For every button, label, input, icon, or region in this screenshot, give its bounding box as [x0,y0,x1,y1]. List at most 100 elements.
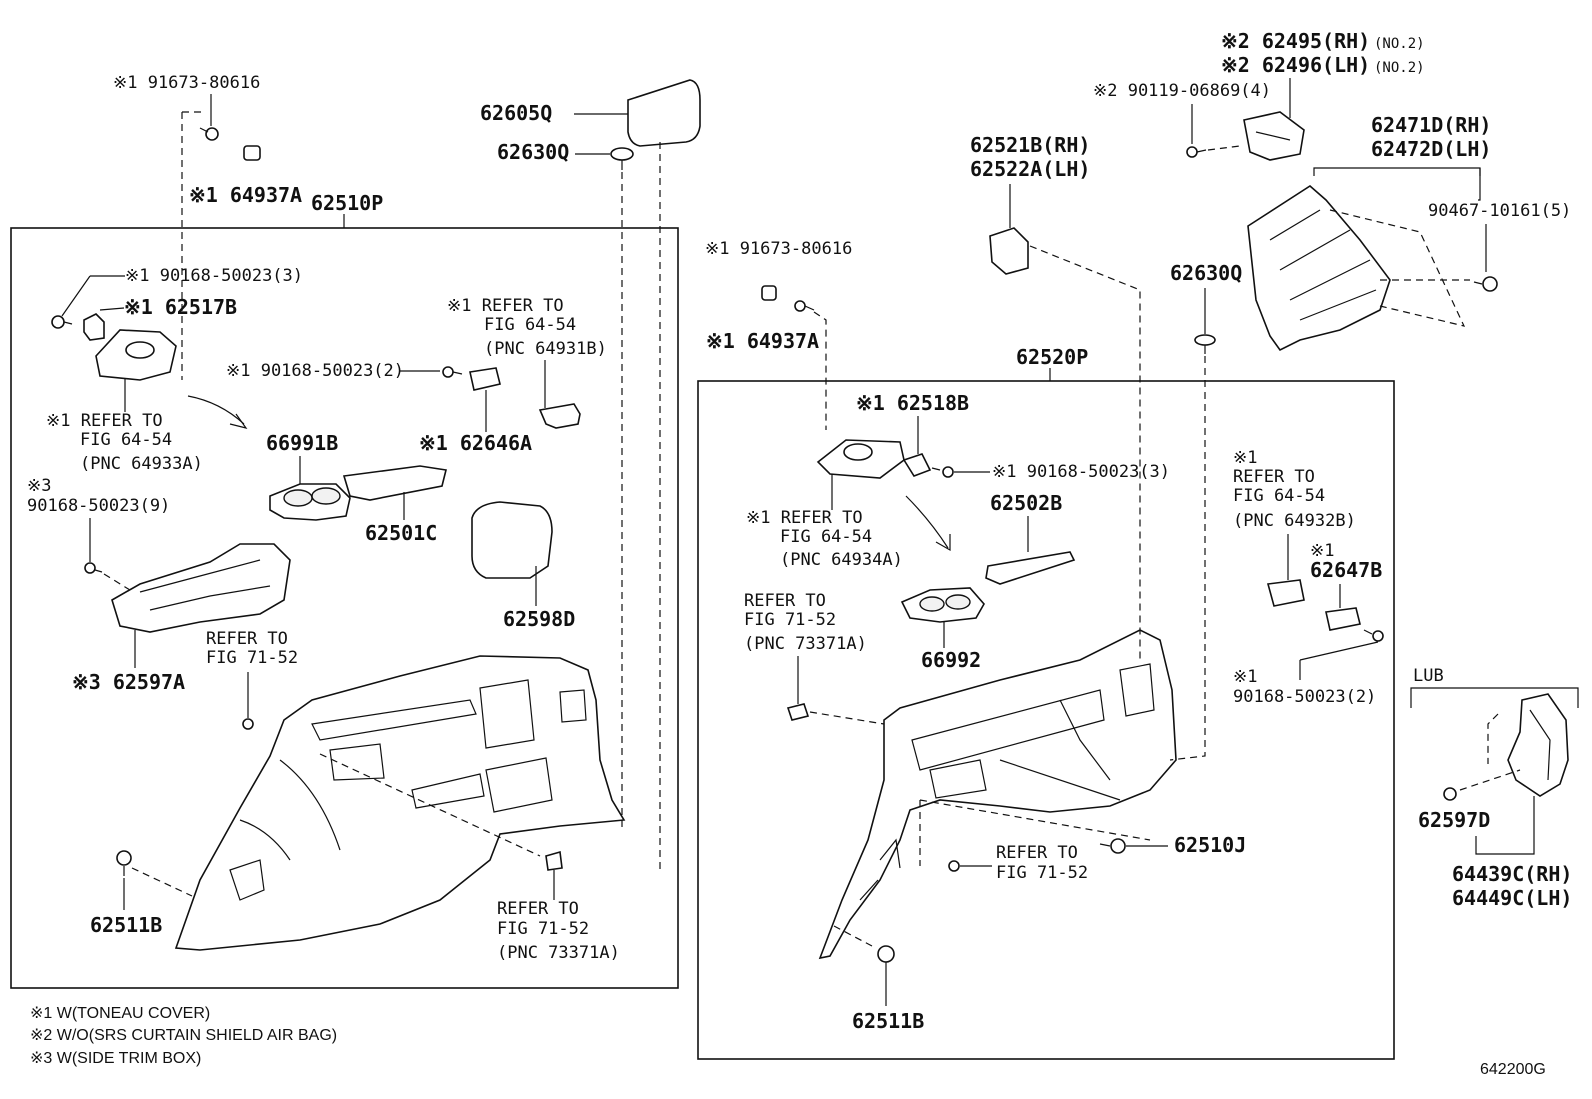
label-part-rh-no2: ※2 62495(RH) [1221,29,1370,53]
clip-part [786,703,810,721]
label-refer-b3-left: (PNC 64931B) [484,339,607,359]
lid-part [471,501,553,579]
label-refer-a1-left: ※1 REFER TO [46,411,163,431]
label-bracket-rh: 62521B(RH) [970,133,1090,157]
label-box-left: ※3 62597A [72,670,185,694]
label-screw-top-left: ※1 91673-80616 [113,73,260,93]
label-refer-71b3-left: (PNC 73371A) [497,943,620,963]
label-holder0-right: ※1 [1310,541,1334,561]
label-lub-rh: 64439C(RH) [1452,862,1572,886]
note-1: ※1 W(TONEAU COVER) [30,1005,210,1022]
label-clip-j-right: 62510J [1174,833,1246,857]
screw-icon [1363,629,1384,642]
bracket-part [83,313,105,341]
label-refer-71a3-right: (PNC 73371A) [744,634,867,654]
label-no2-b: (NO.2) [1374,60,1425,76]
label-screw-4: ※2 90119-06869(4) [1093,81,1271,101]
label-refer-71b1-right: REFER TO [996,843,1078,863]
label-holder-right: 62647B [1310,558,1382,582]
cover-panel [627,79,701,147]
clip-icon [1443,787,1457,801]
handle-part [1266,579,1305,607]
label-screw2-right: 90168-50023(2) [1233,687,1376,707]
right-panel-title: 62520P [1016,345,1088,369]
cap-icon [243,145,261,161]
label-refer-71a2-right: FIG 71-52 [744,610,836,630]
label-trim-strip-right: 62502B [990,491,1062,515]
note-3: ※3 W(SIDE TRIM BOX) [30,1050,201,1067]
trim-strip-part [985,551,1076,585]
screw-icon [51,315,73,329]
label-clip-b-left: 62511B [90,913,162,937]
clip-part [545,850,563,871]
clip-icon [116,850,132,876]
clip-icon [877,945,895,972]
label-refer-71b2-left: FIG 71-52 [497,919,589,939]
label-trim-strip-left: 62501C [365,521,437,545]
label-lub-lh: 64449C(LH) [1452,886,1572,910]
clip-icon [1194,334,1216,354]
label-refer-b2-right: FIG 64-54 [1233,486,1325,506]
quarter-trim-panel-left [174,655,626,951]
holder-part [469,367,501,391]
label-refer-a3-right: (PNC 64934A) [780,550,903,570]
label-pillar-rh: 62471D(RH) [1371,113,1491,137]
label-refer-b0-right: ※1 [1233,448,1257,468]
side-trim-box-part [111,543,291,633]
bracket-part [902,453,932,477]
screw-icon [442,366,463,378]
clip-icon [1473,276,1498,292]
label-holder-left: ※1 62646A [419,431,532,455]
clip-icon [610,147,634,170]
direction-arrow [905,495,949,549]
label-refer-b2-left: FIG 64-54 [484,315,576,335]
handle-part [538,403,581,429]
label-pillar-lh: 62472D(LH) [1371,137,1491,161]
bracket-part [989,227,1029,275]
right-panel-frame [697,380,1395,1060]
label-screw-top-right: ※1 91673-80616 [705,239,852,259]
trim-strip-part [342,465,447,501]
lub-bracket [1410,687,1579,708]
label-refer-b1-right: REFER TO [1233,467,1315,487]
label-refer-71a1-right: REFER TO [744,591,826,611]
label-cupholder-left: 66991B [266,431,338,455]
note-2: ※2 W/O(SRS CURTAIN SHIELD AIR BAG) [30,1027,337,1044]
screw-icon [931,466,954,478]
lub-part [1507,693,1569,797]
label-screw-9b-left: 90168-50023(9) [27,496,170,516]
label-bracket-b-right: ※1 62518B [856,391,969,415]
label-cap-top-left: ※1 64937A [189,183,302,207]
label-clip-q-left: 62630Q [497,140,569,164]
quarter-trim-panel-right [818,629,1177,960]
label-cover-q: 62605Q [480,101,552,125]
cap-icon [761,285,777,301]
label-screw-3-right: ※1 90168-50023(3) [992,462,1170,482]
label-screw-2-left: ※1 90168-50023(2) [226,361,404,381]
label-clip-5: 90467-10161(5) [1428,201,1571,221]
label-refer-71a1-left: REFER TO [206,629,288,649]
clip-icon [242,718,254,730]
label-refer-a2-left: FIG 64-54 [80,430,172,450]
screw-icon [1186,146,1207,158]
label-part-lh-no2: ※2 62496(LH) [1221,53,1370,77]
clip-icon [948,860,960,872]
label-screw-3-left: ※1 90168-50023(3) [125,266,303,286]
screw-icon [794,300,815,312]
screw-icon [199,127,219,141]
label-screw-9a-left: ※3 [27,476,51,496]
holder-part [1325,607,1361,631]
label-refer-b3-right: (PNC 64932B) [1233,511,1356,531]
label-refer-71b1-left: REFER TO [497,899,579,919]
label-clip-q-right: 62630Q [1170,261,1242,285]
label-refer-a1-right: ※1 REFER TO [746,508,863,528]
label-refer-71a2-left: FIG 71-52 [206,648,298,668]
label-clip-b-right: 62511B [852,1009,924,1033]
pillar-trim-part [1247,185,1391,352]
left-panel-title: 62510P [311,191,383,215]
label-cap-top-right: ※1 64937A [706,329,819,353]
clip-icon [1099,838,1126,854]
label-lid-left: 62598D [503,607,575,631]
label-refer-a2-right: FIG 64-54 [780,527,872,547]
